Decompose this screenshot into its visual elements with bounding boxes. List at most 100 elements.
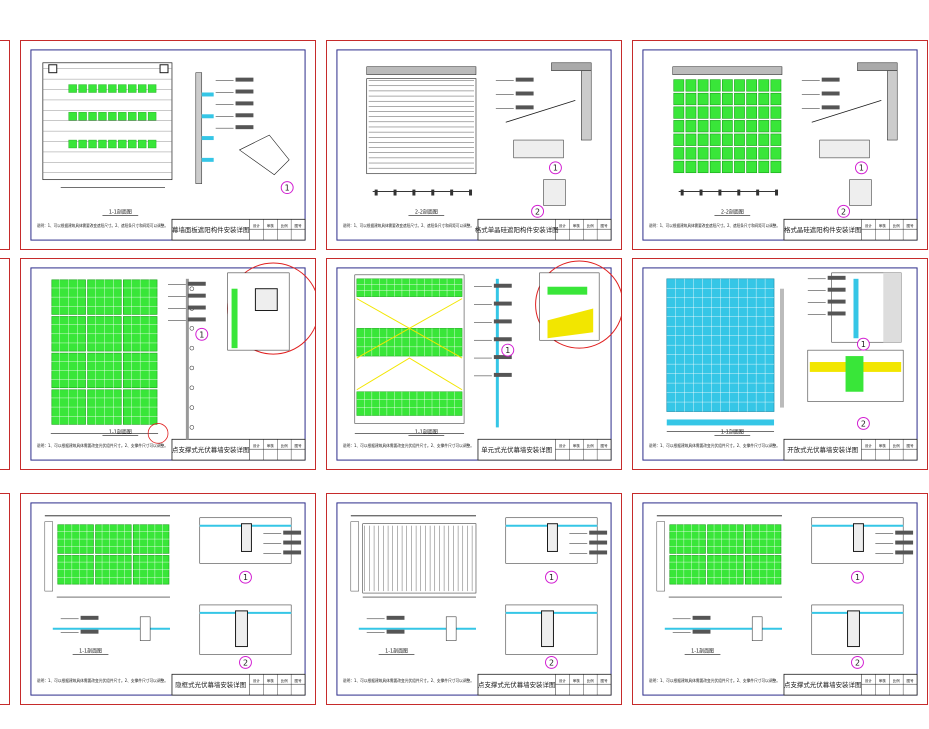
detail-marker-1-label: 1 (199, 330, 204, 339)
plan-post (699, 189, 703, 196)
drawing-note: 说明：1、可以根据建筑具体需要改变光伏组件尺寸。2、支撑件尺寸可以调整。 (343, 678, 474, 683)
pv-panel (734, 79, 745, 92)
plan-post (775, 189, 779, 196)
annotation-text (235, 77, 254, 82)
drawing-frame (30, 49, 306, 241)
section-mullion (195, 72, 203, 184)
drawing-sheet-7[interactable]: 隐框式光伏幕墙安装详图设计审核比例图号说明：1、可以根据建筑具体需要改变光伏组件… (20, 493, 316, 705)
pv-cell-pattern (666, 278, 775, 412)
title-block-cell: 审核 (879, 223, 887, 228)
pv-panel (709, 160, 721, 174)
drawing-sheet-4[interactable]: 点支撑式光伏幕墙安装详图设计审核比例图号说明：1、可以根据建筑具体需要改变光伏组… (20, 258, 316, 470)
dimension-bar (44, 521, 53, 592)
title-block-cell: 设计 (559, 443, 567, 448)
pv-panel (758, 79, 770, 92)
drawing-sheet-1[interactable]: 幕墙面板遮阳构件安装详图设计审核比例图号说明：1、可以根据建筑具体需要改变遮阳尺… (20, 40, 316, 250)
section-mullion (780, 288, 784, 408)
drawing-title: 单元式光伏幕墙安装详图 (481, 445, 552, 454)
detail-marker-2-label: 2 (549, 658, 554, 667)
title-block-cell: 比例 (281, 443, 289, 448)
anchor-detail (513, 139, 564, 159)
section-label: 1-1剖面图 (109, 428, 132, 435)
sheet-edge-left-bottom (0, 493, 10, 705)
clamp-profile (241, 523, 252, 552)
pv-louver-panel (138, 84, 147, 93)
unit-frame (495, 278, 499, 428)
pv-louver-panel (147, 112, 157, 121)
detail-marker-1 (856, 337, 870, 351)
title-block-cell: 比例 (893, 678, 901, 683)
section-mullion (185, 278, 189, 440)
pv-panel (697, 92, 709, 106)
annotation-text (589, 530, 608, 535)
annotation-text (515, 91, 534, 96)
drawing-frame (336, 502, 612, 696)
title-block-cell: 设计 (865, 223, 873, 228)
pv-panel-array (673, 79, 782, 174)
detail-marker-2-label: 2 (841, 207, 846, 216)
pv-louver-panel (138, 112, 147, 121)
drawing-frame (336, 267, 612, 461)
title-block (477, 673, 612, 696)
pv-panel (721, 92, 733, 106)
title-block (171, 218, 306, 241)
pv-louver-panel (98, 112, 107, 121)
detail-marker-2-label: 2 (243, 658, 248, 667)
title-block-cell: 比例 (587, 678, 595, 683)
pv-panel (697, 147, 709, 160)
pv-cell-pattern (56, 523, 170, 586)
pv-panel (758, 133, 770, 146)
title-block-cell: 设计 (865, 443, 873, 448)
section-label: 1-1剖面图 (79, 647, 102, 654)
title-block-frame (783, 438, 918, 461)
annotation-text (493, 355, 512, 360)
pv-cell-pattern (356, 278, 463, 297)
detail-marker-1 (239, 570, 252, 584)
pv-panel (746, 120, 758, 133)
point-fixing (189, 326, 195, 331)
detail-marker-1-label: 1 (285, 184, 290, 193)
plan-bracket (751, 616, 763, 641)
drawing-sheet-9[interactable]: 点支撑式光伏幕墙安装详图设计审核比例图号说明：1、可以根据建筑具体需要改变光伏组… (632, 493, 928, 705)
bracket (159, 64, 169, 74)
annotation-text (827, 287, 846, 292)
roof-slab (672, 66, 783, 75)
pv-panel (685, 79, 697, 92)
anchor-detail (819, 139, 870, 159)
zoom-callout-detail (227, 272, 290, 351)
title-block-cell: 比例 (281, 678, 289, 683)
pv-panel (697, 133, 709, 146)
annotation-text (827, 275, 846, 280)
pv-panel (734, 106, 745, 119)
annotation-text (493, 372, 512, 377)
annotation-text (895, 550, 914, 555)
title-block-frame (171, 438, 306, 461)
drawing-sheet-6[interactable]: 开放式光伏幕墙安装详图设计审核比例图号说明：1、可以根据建筑具体需要改变光伏组件… (632, 258, 928, 470)
detail-marker-1-label: 1 (859, 164, 864, 173)
annotation-text (493, 301, 512, 306)
drawing-sheet-2[interactable]: 格式单晶硅遮阳构件安装详图设计审核比例图号说明：1、可以根据建筑具体需要改变遮阳… (326, 40, 622, 250)
drawing-sheet-8[interactable]: 点支撑式光伏幕墙安装详图设计审核比例图号说明：1、可以根据建筑具体需要改变光伏组… (326, 493, 622, 705)
plan-post (412, 189, 416, 196)
pv-panel (709, 106, 721, 119)
annotation-text (187, 293, 206, 298)
plan-section (666, 419, 775, 426)
title-block-cell: 审核 (573, 678, 581, 683)
pv-louver-panel (98, 84, 107, 93)
drawing-note: 说明：1、可以根据建筑具体需要改变光伏组件尺寸。2、支撑件尺寸可以调整。 (343, 443, 474, 448)
section-louver (201, 136, 214, 141)
pv-panel (697, 160, 709, 174)
section-label: 2-2剖面图 (721, 208, 744, 215)
title-block-cell: 图号 (907, 678, 915, 683)
drawing-sheet-3[interactable]: 格式晶硅遮阳构件安装详图设计审核比例图号说明：1、可以根据建筑具体需要改变遮阳尺… (632, 40, 928, 250)
pv-panel (758, 120, 770, 133)
bracket (48, 64, 58, 74)
point-fixing (189, 365, 195, 371)
point-fixing (189, 405, 195, 410)
title-block (783, 218, 918, 241)
detail-marker-1 (854, 161, 868, 175)
drawing-sheet-5[interactable]: 单元式光伏幕墙安装详图设计审核比例图号说明：1、可以根据建筑具体需要改变光伏组件… (326, 258, 622, 470)
facade-elevation (366, 78, 477, 175)
point-fixing (189, 286, 195, 291)
plan-post (737, 189, 741, 196)
